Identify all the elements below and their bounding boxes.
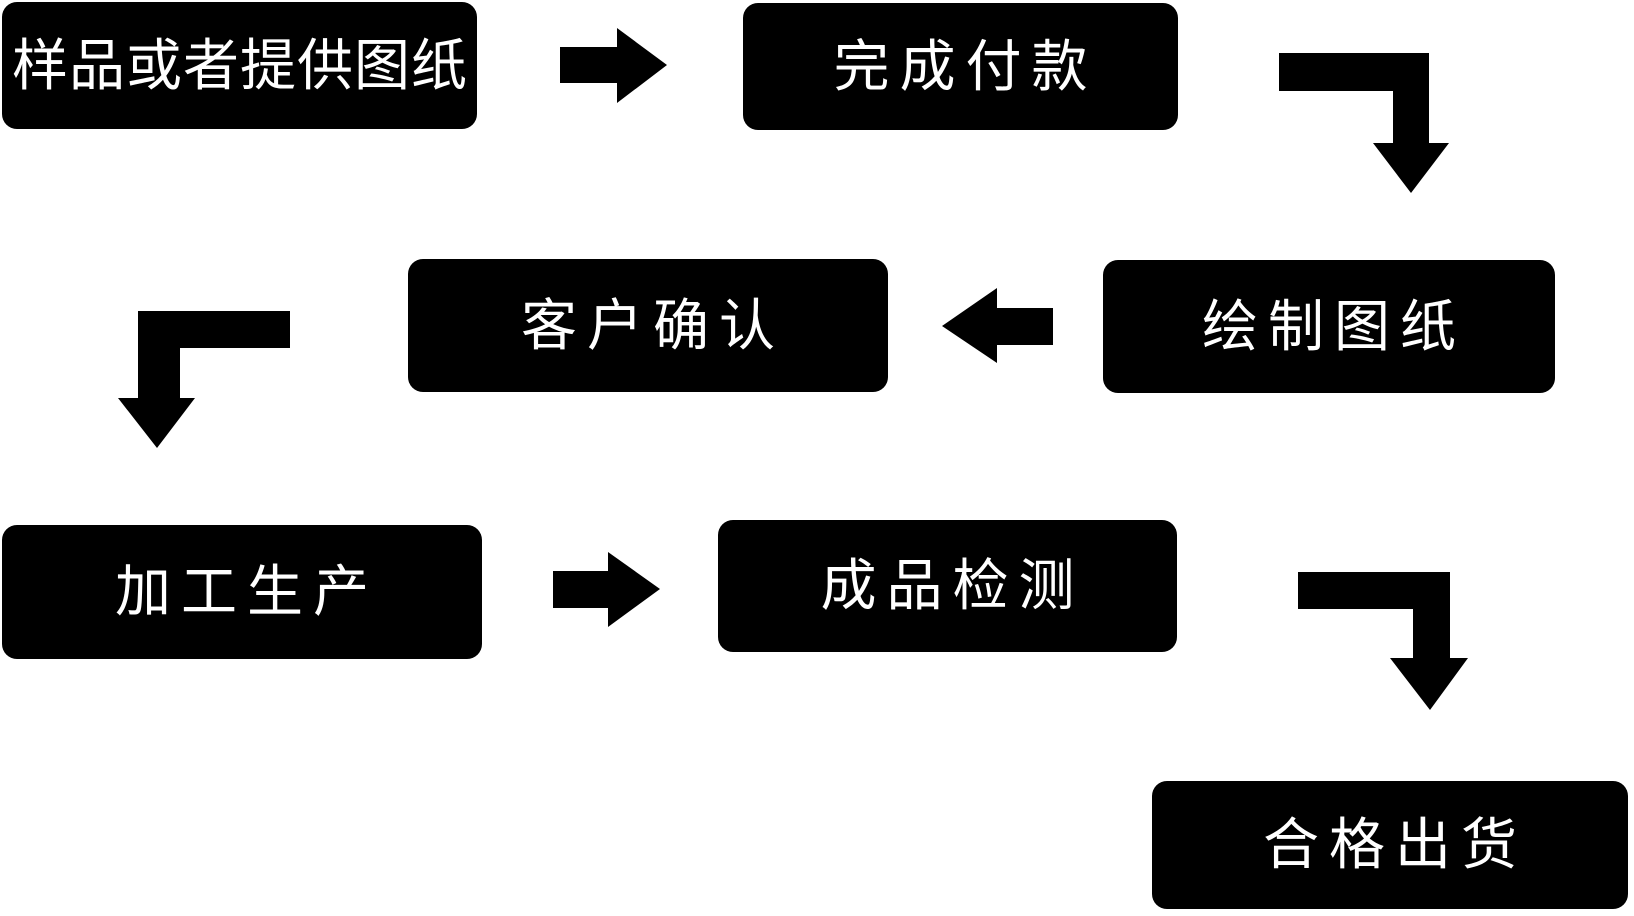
arrow-elbow-down-icon-payment-to-draw xyxy=(1279,53,1449,193)
flow-node-draw: 绘制图纸 xyxy=(1103,260,1555,393)
arrow-right-icon-sample-to-payment xyxy=(560,28,667,103)
flow-node-confirm: 客户确认 xyxy=(408,259,888,392)
arrow-elbow-down-icon-inspection-to-shipment xyxy=(1298,572,1468,710)
flow-node-inspection: 成品检测 xyxy=(718,520,1177,652)
flow-node-production: 加工生产 xyxy=(2,525,482,659)
flow-node-sample-label: 样品或者提供图纸 xyxy=(12,33,468,97)
flow-node-sample: 样品或者提供图纸 xyxy=(2,2,477,129)
arrow-right-icon-production-to-inspection xyxy=(553,552,660,627)
arrow-elbow-down-icon-confirm-to-production xyxy=(118,311,290,448)
flow-node-payment: 完成付款 xyxy=(743,3,1178,130)
flow-node-confirm-label: 客户确认 xyxy=(521,293,785,357)
flow-node-shipment: 合格出货 xyxy=(1152,781,1628,909)
flow-node-draw-label: 绘制图纸 xyxy=(1202,294,1466,358)
arrow-left-icon-draw-to-confirm xyxy=(942,288,1053,363)
flow-node-inspection-label: 成品检测 xyxy=(820,554,1085,617)
flow-node-production-label: 加工生产 xyxy=(115,560,379,623)
flow-node-payment-label: 完成付款 xyxy=(833,34,1098,98)
flow-node-shipment-label: 合格出货 xyxy=(1263,813,1527,876)
